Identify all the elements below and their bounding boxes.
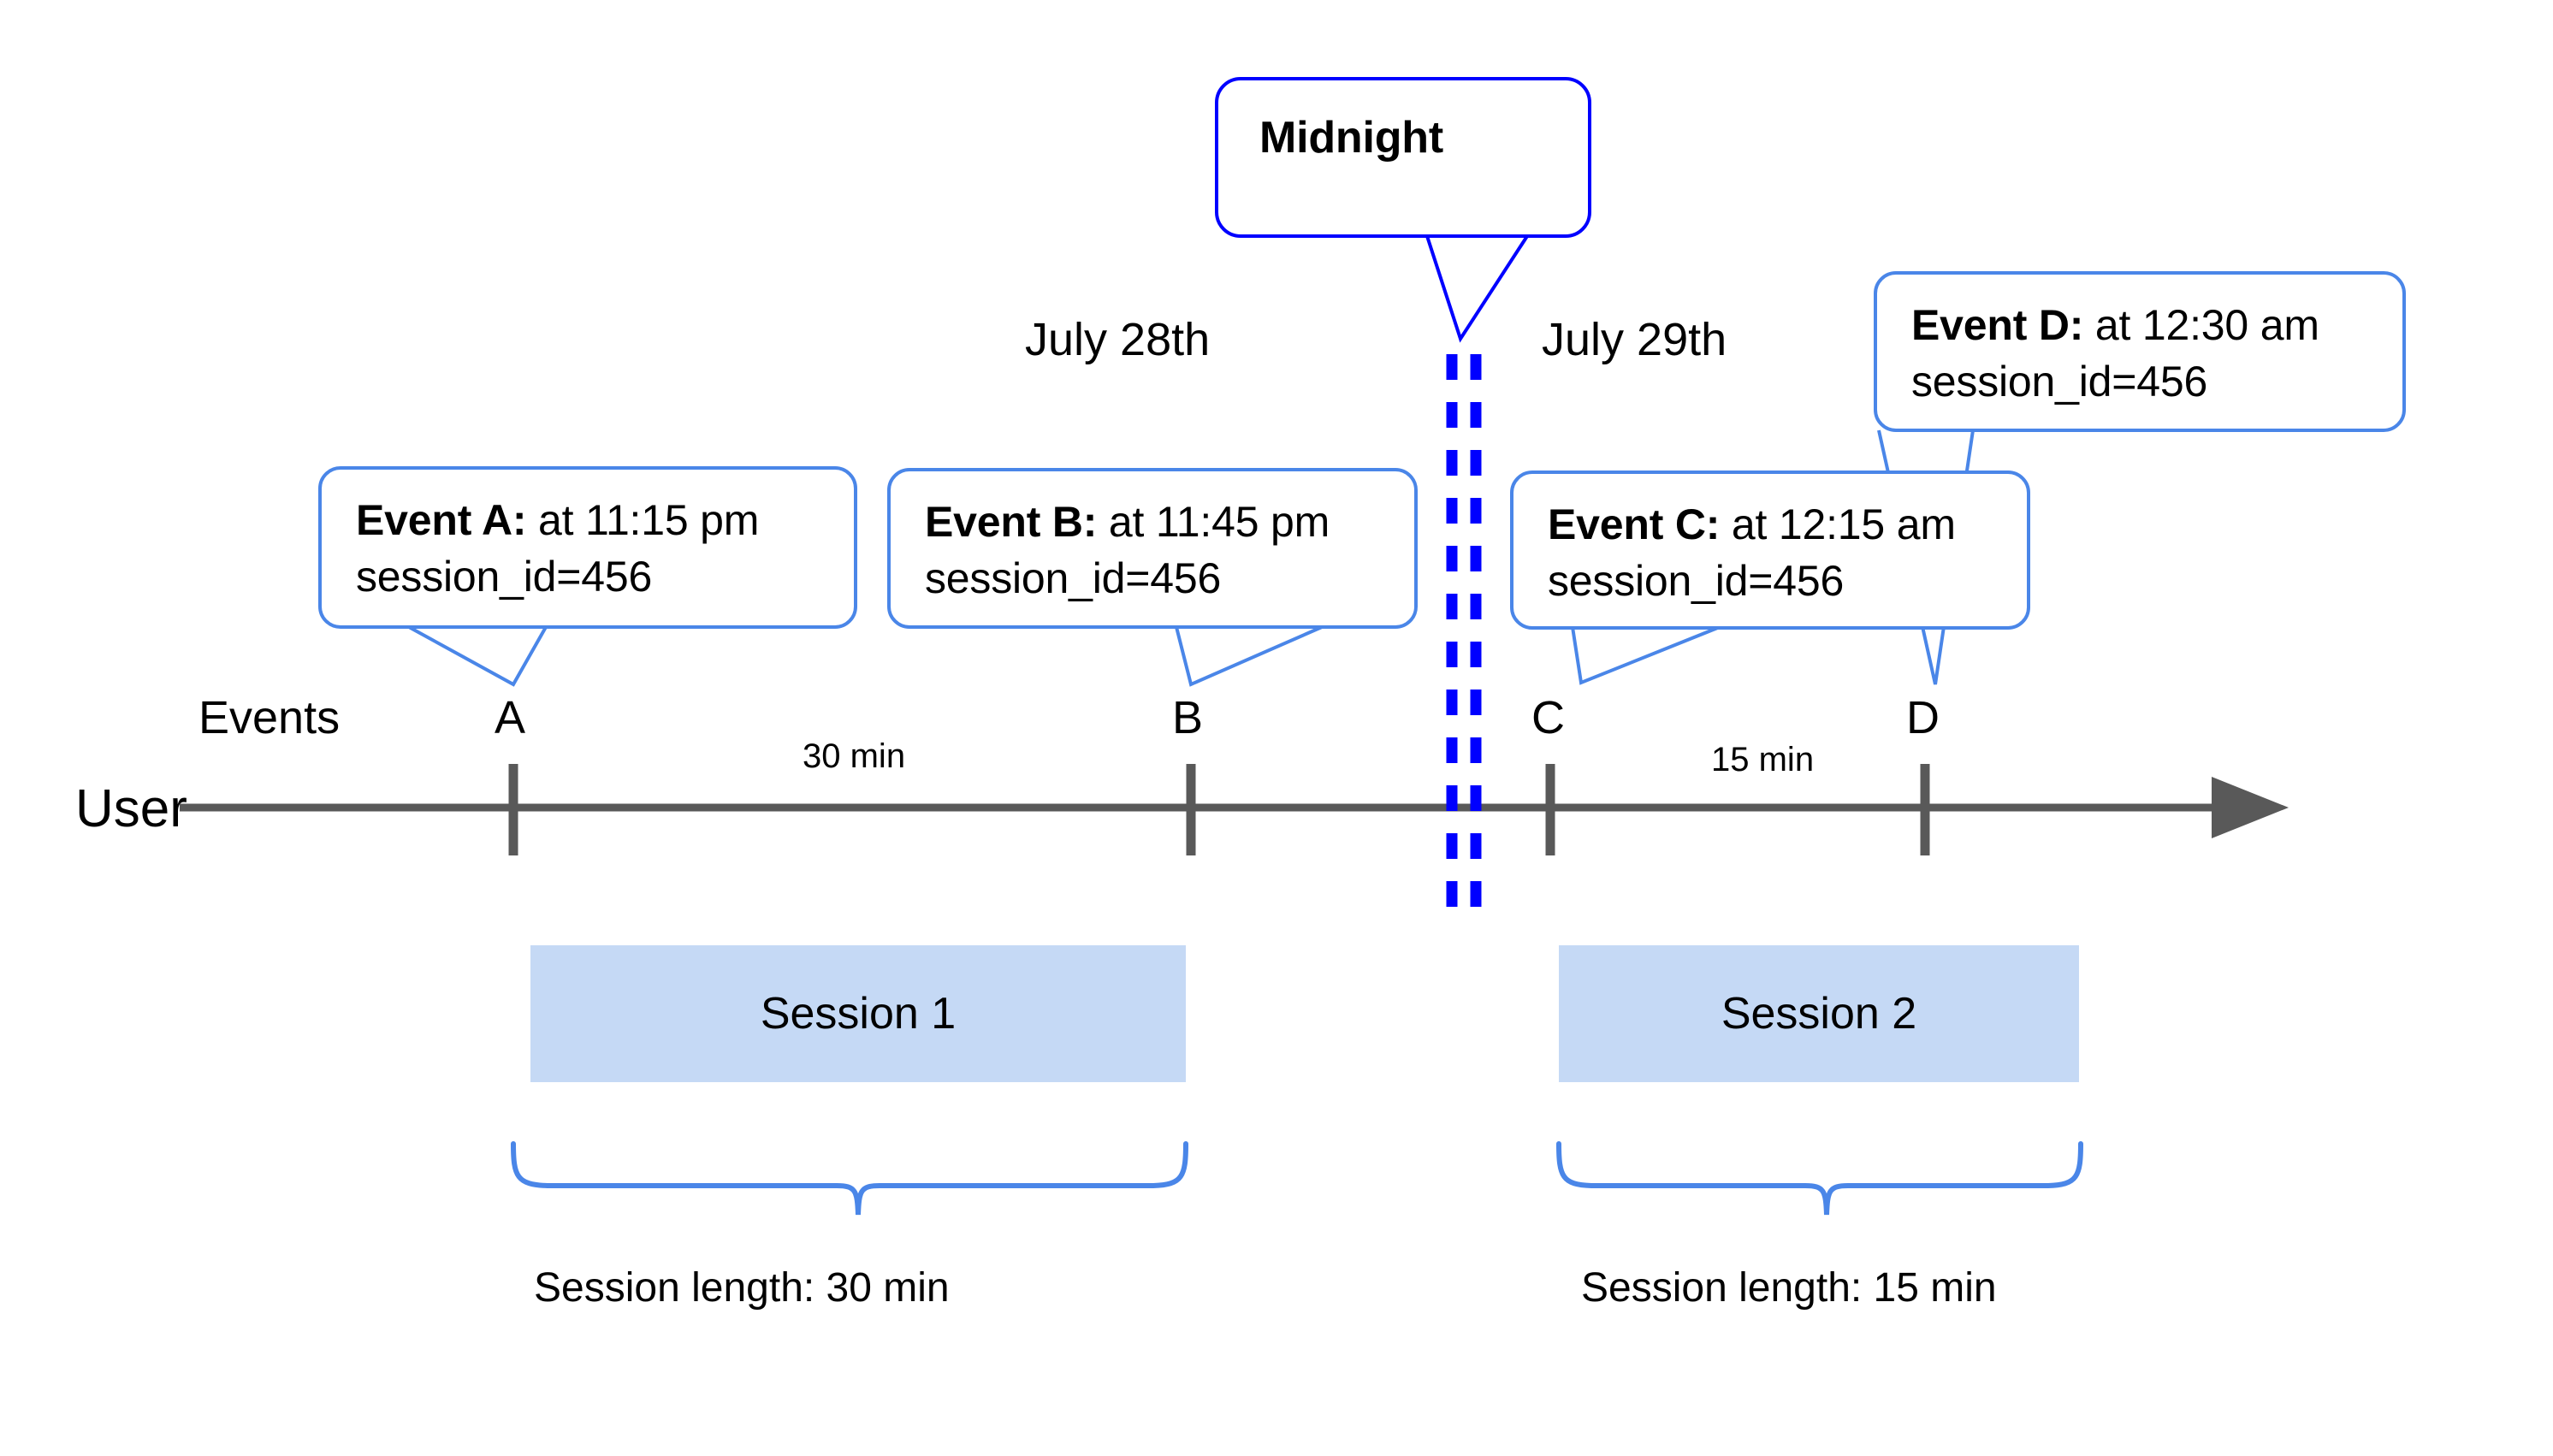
event-letter-b: B: [1172, 692, 1204, 743]
duration-label-a-to-b: 30 min: [803, 737, 906, 775]
midnight-callout-text: Midnight: [1259, 113, 1443, 163]
event-d-lead: Event D:: [1911, 301, 2084, 349]
midnight-callout-tail: [1425, 234, 1529, 343]
event-c-callout-text: Event C: at 12:15 am session_id=456: [1548, 496, 2010, 609]
event-b-callout[interactable]: Event B: at 11:45 pm session_id=456: [887, 468, 1418, 629]
event-letter-c: C: [1531, 692, 1565, 743]
event-b-callout-text: Event B: at 11:45 pm session_id=456: [925, 494, 1397, 607]
event-a-session-id: session_id=456: [356, 553, 653, 601]
event-c-callout[interactable]: Event C: at 12:15 am session_id=456: [1510, 471, 2030, 630]
session-2-length-label: Session length: 15 min: [1581, 1265, 1997, 1311]
event-c-callout-tail: [1571, 625, 1721, 685]
event-d-callout[interactable]: Event D: at 12:30 am session_id=456: [1874, 271, 2406, 432]
event-a-callout-tail: [408, 625, 548, 687]
session-1-box[interactable]: Session 1: [530, 945, 1186, 1082]
session-1-brace: [511, 1141, 1188, 1216]
event-d-callout-text: Event D: at 12:30 am session_id=456: [1911, 297, 2385, 410]
event-b-callout-tail: [1175, 625, 1323, 687]
session-2-brace: [1556, 1141, 2083, 1216]
event-c-session-id: session_id=456: [1548, 557, 1845, 605]
duration-label-c-to-d: 15 min: [1711, 741, 1815, 778]
event-a-callout-text: Event A: at 11:15 pm session_id=456: [356, 492, 837, 605]
event-letter-d: D: [1906, 692, 1940, 743]
event-b-lead: Event B:: [925, 498, 1098, 546]
event-a-detail: at 11:15 pm: [526, 496, 760, 544]
midnight-callout[interactable]: Midnight: [1215, 77, 1591, 238]
date-label-july-28: July 28th: [1025, 314, 1211, 365]
event-d-detail: at 12:30 am: [2083, 301, 2319, 349]
event-c-lead: Event C:: [1548, 500, 1721, 548]
event-a-callout[interactable]: Event A: at 11:15 pm session_id=456: [318, 466, 857, 629]
event-b-detail: at 11:45 pm: [1097, 498, 1330, 546]
session-1-length-label: Session length: 30 min: [534, 1265, 950, 1311]
event-d-session-id: session_id=456: [1911, 358, 2208, 405]
events-row-label: Events: [198, 692, 341, 743]
event-a-lead: Event A:: [356, 496, 527, 544]
session-2-box[interactable]: Session 2: [1559, 945, 2079, 1082]
user-row-label: User: [75, 779, 187, 838]
date-label-july-29: July 29th: [1542, 314, 1727, 365]
event-letter-a: A: [495, 692, 526, 743]
event-b-session-id: session_id=456: [925, 554, 1222, 602]
event-c-detail: at 12:15 am: [1720, 500, 1956, 548]
